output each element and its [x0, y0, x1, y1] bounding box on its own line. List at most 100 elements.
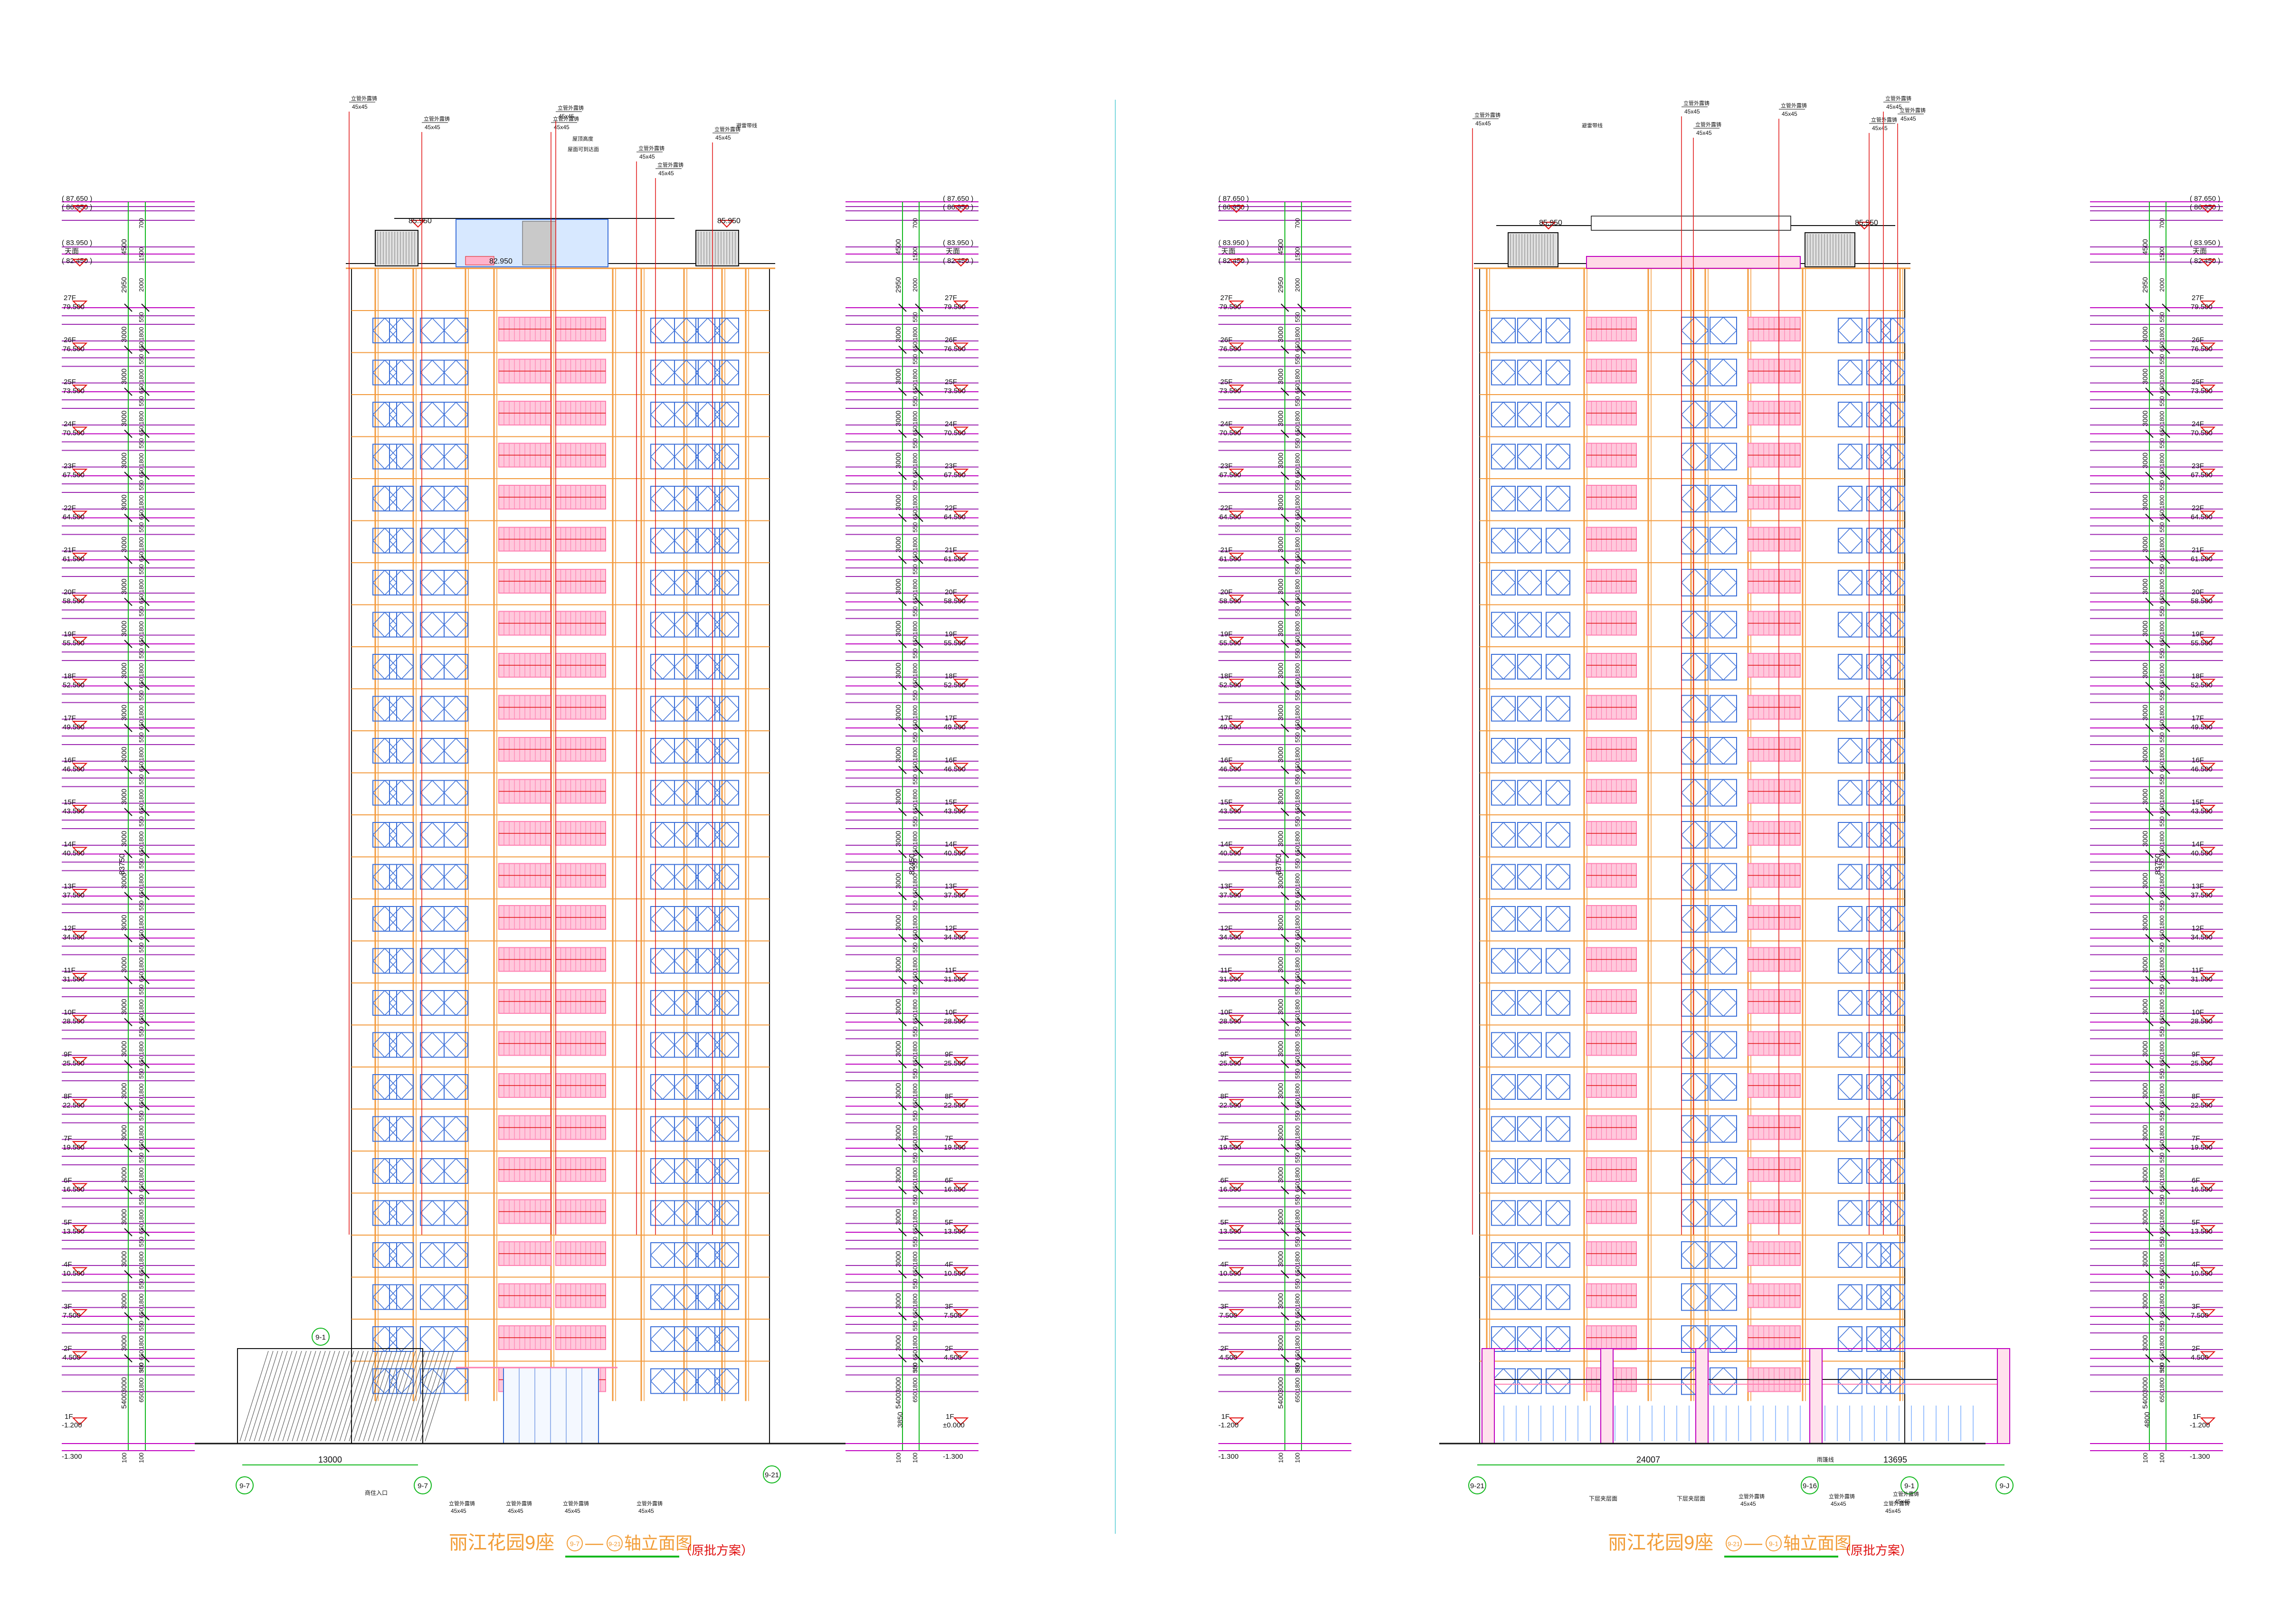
dim-tick	[1297, 850, 1306, 859]
window-diamond	[1681, 863, 1709, 891]
window-frame	[420, 1074, 445, 1100]
floor-elevation: 37.500	[2191, 891, 2213, 899]
window-frame	[1517, 1242, 1542, 1268]
floor-elevation: 43.500	[944, 807, 966, 815]
level-triangle	[953, 1417, 969, 1426]
dim-floor-height: 3000	[2141, 873, 2149, 888]
floor-elevation: 73.500	[2191, 387, 2213, 395]
dim-floor-height: 3000	[894, 1293, 902, 1309]
dim-sill: 550	[138, 1195, 145, 1205]
dim-tick	[915, 597, 923, 606]
window-diamond	[1866, 906, 1891, 932]
dim-sill: 550	[1294, 522, 1301, 533]
floor-elevation: 52.500	[2191, 681, 2213, 689]
window-frame	[695, 1116, 720, 1142]
window-diamond	[1517, 1326, 1542, 1352]
level-triangle	[72, 1057, 88, 1065]
pipe-size: 45x45	[508, 1508, 523, 1514]
dim-tick	[898, 1354, 907, 1363]
dim-head: 650	[138, 636, 145, 646]
podium-hatch	[377, 1350, 407, 1442]
dim-base: 300	[138, 1362, 145, 1373]
window-frame	[1681, 1157, 1709, 1185]
window-frame	[1517, 402, 1542, 427]
dim-sill: 550	[912, 690, 919, 701]
podium-hatch	[273, 1350, 302, 1442]
dim-sill: 550	[912, 732, 919, 743]
window-frame	[1491, 570, 1516, 595]
dim-floor-height: 3000	[1277, 453, 1285, 468]
dim-head: 650	[138, 552, 145, 562]
dim-window: 1800	[2158, 957, 2166, 971]
window-diamond	[1709, 863, 1738, 891]
dim-floor-height: 3000	[2141, 1293, 2149, 1309]
window-frame	[1710, 359, 1737, 387]
window-frame	[372, 780, 397, 806]
floor-elevation: 10.500	[63, 1270, 85, 1278]
podium-hatch	[425, 1350, 454, 1442]
floor-elevation: 67.500	[2191, 471, 2213, 479]
dim-head: 650	[2158, 594, 2166, 604]
pipe-size: 45x45	[425, 124, 440, 131]
window-diamond	[443, 1074, 469, 1100]
dim-tick	[1297, 513, 1306, 522]
level-triangle	[1228, 205, 1244, 213]
floor-name: 19F	[2192, 630, 2204, 638]
window-diamond	[714, 696, 740, 722]
dim-window: 1800	[1294, 1252, 1301, 1265]
window-frame	[674, 654, 699, 680]
dim-head: 650	[912, 804, 919, 814]
floor-name: 23F	[64, 462, 76, 470]
window-frame	[650, 528, 675, 554]
dim-head: 650	[912, 425, 919, 436]
window-diamond	[1545, 780, 1571, 806]
floor-name: 15F	[1220, 798, 1233, 806]
dim-head: 650	[138, 1308, 145, 1319]
pipe-label: 立管外露铸	[351, 95, 377, 102]
dim-window: 1800	[912, 957, 919, 971]
right-title-note: （原批方案）	[1838, 1543, 1912, 1558]
window-frame	[372, 1242, 397, 1268]
window-diamond	[372, 1074, 398, 1100]
floor-elevation: 67.500	[1219, 471, 1241, 479]
level-triangle	[2200, 205, 2216, 213]
level-ground: -1.200	[1218, 1421, 1239, 1429]
level-triangle	[1228, 1015, 1244, 1023]
window-diamond	[419, 948, 445, 974]
window-diamond	[1880, 780, 1906, 806]
dim-tick	[124, 387, 133, 396]
window-frame	[1546, 612, 1570, 638]
pipe-label: 立管外露铸	[1683, 100, 1710, 106]
window-diamond	[1880, 612, 1906, 638]
window-diamond	[1709, 652, 1738, 681]
dim-sill: 550	[2158, 1027, 2166, 1037]
dim-sill: 550	[912, 984, 919, 995]
dim-sill: 550	[912, 1027, 919, 1037]
dim-sill: 550	[1294, 1279, 1301, 1289]
window-diamond	[1491, 317, 1516, 344]
window-diamond	[1880, 1158, 1906, 1184]
floor-name: 24F	[64, 420, 76, 428]
window-frame	[372, 1200, 397, 1226]
floor-elevation: 58.500	[944, 597, 966, 605]
floor-name: 2F	[945, 1345, 953, 1353]
floor-elevation: 43.500	[1219, 807, 1241, 815]
dim-window: 1800	[138, 916, 145, 929]
level-triangle	[1228, 1225, 1244, 1233]
dim-floor-height: 3000	[2141, 1335, 2149, 1351]
window-diamond	[1545, 948, 1571, 974]
dim-floor-height: 3000	[2141, 915, 2149, 931]
floor-name: 11F	[945, 966, 957, 974]
dim-tick	[2162, 345, 2170, 354]
floor-name: 23F	[2192, 462, 2204, 470]
window-diamond	[674, 1074, 699, 1100]
window-diamond	[650, 528, 675, 554]
window-frame	[1710, 905, 1737, 933]
dim-sill: 550	[138, 354, 145, 365]
window-frame	[420, 1158, 445, 1184]
window-diamond	[1517, 780, 1542, 806]
window-frame	[714, 1074, 739, 1100]
window-diamond	[1837, 1032, 1863, 1058]
window-frame	[695, 1242, 720, 1268]
dim-floor-height: 3000	[1277, 537, 1285, 552]
